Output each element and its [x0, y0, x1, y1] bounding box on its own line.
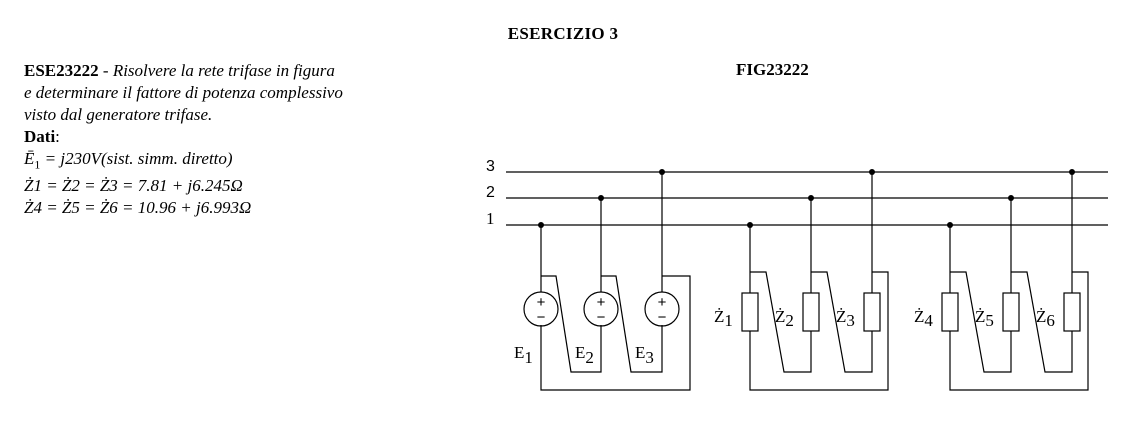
- minus-symbol: −: [597, 309, 606, 326]
- exercise-title: ESERCIZIO 3: [507, 24, 619, 43]
- e1-rhs: = j230V(sist. simm. diretto): [44, 149, 233, 168]
- junction-dot: [747, 222, 753, 228]
- impedance-label-z1: Ż1: [714, 307, 733, 330]
- impedance-z6: [1063, 292, 1081, 332]
- impedance-sub: 1: [724, 311, 733, 330]
- impedance-label-z2: Ż2: [775, 307, 794, 330]
- equation-z456: Ż4 = Ż5 = Ż6 = 10.96 + j6.993Ω: [24, 198, 252, 218]
- source-sub: 2: [585, 348, 594, 367]
- data-heading: Dati: [24, 127, 56, 146]
- impedance-name: Ż: [975, 307, 985, 326]
- e1-lhs: Ē: [24, 149, 35, 168]
- equation-e1: Ē1 = j230V(sist. simm. diretto): [24, 148, 464, 175]
- junction-dot: [598, 195, 604, 201]
- plus-symbol: +: [658, 294, 667, 311]
- figure-title: FIG23222: [736, 60, 809, 79]
- wire: [811, 271, 873, 373]
- source-name: E: [575, 343, 585, 362]
- voltage-source-e1: [523, 291, 559, 327]
- impedance-sub: 2: [785, 311, 794, 330]
- plus-symbol: +: [597, 294, 606, 311]
- impedance-sub: 6: [1046, 311, 1055, 330]
- source-name: E: [514, 343, 524, 362]
- junction-dot: [659, 169, 665, 175]
- plus-symbol: +: [537, 294, 546, 311]
- line-label-1: 1: [486, 209, 495, 228]
- impedance-name: Ż: [836, 307, 846, 326]
- exercise-code: ESE23222: [24, 61, 99, 80]
- impedance-z4: [941, 292, 959, 332]
- impedance-sub: 3: [846, 311, 855, 330]
- impedance-z1: [741, 292, 759, 332]
- problem-text-3: visto dal generatore trifase.: [24, 105, 213, 124]
- junction-dot: [808, 195, 814, 201]
- impedance-sub: 4: [924, 311, 933, 330]
- junction-dot: [538, 222, 544, 228]
- impedance-name: Ż: [914, 307, 924, 326]
- wire: [749, 271, 889, 391]
- minus-symbol: −: [658, 309, 667, 326]
- e1-lhs-sub: 1: [34, 157, 41, 172]
- problem-text-1: Risolvere la rete trifase in figura: [112, 61, 335, 80]
- junction-dot: [869, 169, 875, 175]
- source-sub: 3: [645, 348, 654, 367]
- impedance-sub: 5: [985, 311, 994, 330]
- wire: [750, 271, 812, 373]
- source-label-e2: E2: [575, 343, 594, 367]
- voltage-source-e3: [644, 291, 680, 327]
- source-label-e1: E1: [514, 343, 533, 367]
- source-label-e3: E3: [635, 343, 654, 367]
- source-sub: 1: [524, 348, 533, 367]
- impedance-name: Ż: [714, 307, 724, 326]
- problem-statement: ESE23222 - Risolvere la rete trifase in …: [24, 60, 464, 219]
- wire: [541, 275, 602, 373]
- line-label-3: 3: [486, 158, 495, 175]
- impedance-name: Ż: [775, 307, 785, 326]
- impedance-label-z3: Ż3: [836, 307, 855, 330]
- data-colon: :: [55, 127, 60, 146]
- impedance-label-z6: Ż6: [1036, 307, 1055, 330]
- code-separator: -: [98, 61, 113, 80]
- wire: [950, 271, 1012, 373]
- minus-symbol: −: [537, 309, 546, 326]
- impedance-z2: [802, 292, 820, 332]
- junction-dot: [947, 222, 953, 228]
- junction-dot: [1069, 169, 1075, 175]
- wire: [1011, 271, 1073, 373]
- impedance-z5: [1002, 292, 1020, 332]
- line-label-2: 2: [486, 184, 495, 201]
- impedance-label-z5: Ż5: [975, 307, 994, 330]
- impedance-name: Ż: [1036, 307, 1046, 326]
- problem-text-2: e determinare il fattore di potenza comp…: [24, 83, 343, 102]
- equation-z123: Ż1 = Ż2 = Ż3 = 7.81 + j6.245Ω: [24, 176, 243, 196]
- wire: [540, 275, 691, 391]
- source-name: E: [635, 343, 645, 362]
- voltage-source-e2: [583, 291, 619, 327]
- junction-dot: [1008, 195, 1014, 201]
- impedance-label-z4: Ż4: [914, 307, 933, 330]
- data-heading-row: Dati:: [24, 126, 464, 148]
- wire: [601, 275, 663, 373]
- problem-line-1: ESE23222 - Risolvere la rete trifase in …: [24, 60, 464, 82]
- wire: [949, 271, 1089, 391]
- impedance-z3: [863, 292, 881, 332]
